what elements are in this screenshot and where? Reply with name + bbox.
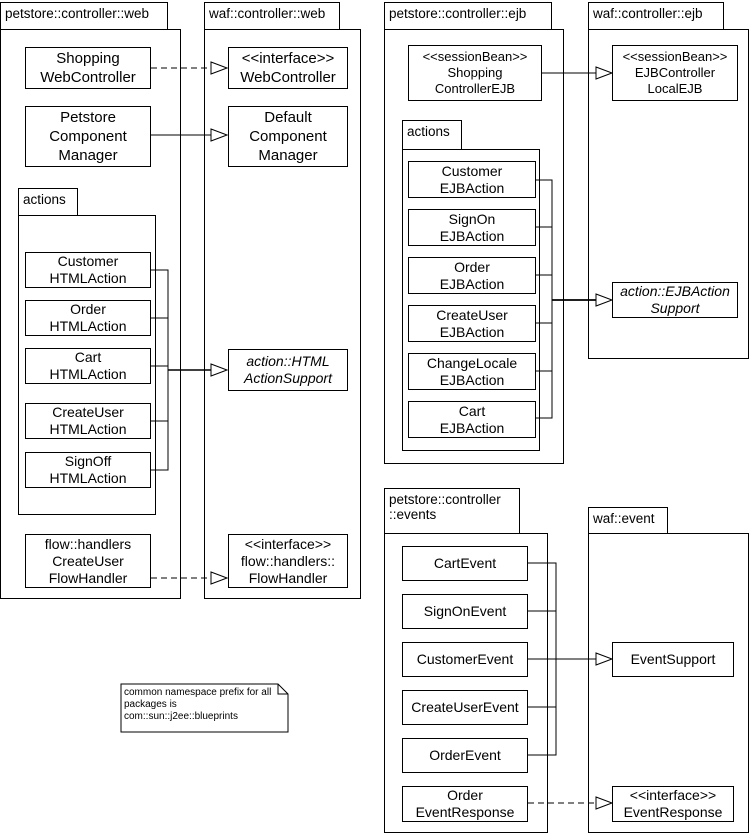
class-createuser-event: CreateUserEvent	[402, 690, 528, 725]
package-petstore-controller-events	[384, 533, 548, 833]
hollow-arrowhead	[595, 652, 614, 666]
bracket-lines	[536, 179, 553, 419]
class-order-event-response: Order EventResponse	[402, 786, 528, 822]
class-ejb-controller-local-ejb: <<sessionBean>> EJBController LocalEJB	[612, 45, 738, 101]
class-cart-ejb-action: Cart EJBAction	[408, 401, 536, 438]
class-customer-ejb-action: Customer EJBAction	[408, 161, 536, 198]
class-order-event: OrderEvent	[402, 738, 528, 773]
package-waf-event	[588, 533, 749, 833]
interface-event-response: <<interface>> EventResponse	[612, 786, 734, 822]
hollow-arrowhead	[595, 66, 614, 80]
class-petstore-component-manager: Petstore Component Manager	[25, 106, 151, 167]
hollow-arrowhead	[210, 128, 229, 142]
package-tab-waf-controller-web: waf::controller::web	[204, 2, 340, 30]
class-event-support: EventSupport	[612, 642, 734, 677]
package-tab-waf-event: waf::event	[588, 507, 668, 534]
hollow-arrowhead	[210, 61, 229, 75]
class-order-ejb-action: Order EJBAction	[408, 257, 536, 294]
class-default-component-manager: Default Component Manager	[228, 106, 348, 167]
hollow-arrowhead	[595, 293, 614, 307]
class-signon-event: SignOnEvent	[402, 594, 528, 629]
class-signoff-html-action: SignOff HTMLAction	[25, 452, 151, 488]
class-flow-handlers-createuser-flowhandler: flow::handlers CreateUser FlowHandler	[25, 534, 151, 588]
class-order-html-action: Order HTMLAction	[25, 300, 151, 336]
package-tab-petstore-controller-events: petstore::controller ::events	[384, 488, 520, 534]
hollow-arrowhead	[210, 571, 229, 585]
package-tab-waf-controller-ejb: waf::controller::ejb	[588, 2, 724, 30]
package-tab-petstore-controller-web: petstore::controller::web	[0, 2, 168, 30]
bracket-lines	[151, 269, 169, 471]
interface-web-controller: <<interface>> WebController	[228, 47, 348, 89]
class-changelocale-ejb-action: ChangeLocale EJBAction	[408, 353, 536, 390]
class-signon-ejb-action: SignOn EJBAction	[408, 209, 536, 246]
class-shopping-controller-ejb: <<sessionBean>> Shopping ControllerEJB	[408, 45, 542, 101]
package-ejb-actions	[402, 149, 540, 451]
class-createuser-ejb-action: CreateUser EJBAction	[408, 305, 536, 342]
hollow-arrowhead	[210, 363, 229, 377]
class-createuser-html-action: CreateUser HTMLAction	[25, 403, 151, 439]
class-shopping-web-controller: Shopping WebController	[25, 47, 151, 89]
class-cart-event: CartEvent	[402, 546, 528, 581]
class-customer-html-action: Customer HTMLAction	[25, 252, 151, 288]
class-ejb-action-support: action::EJBAction Support	[612, 282, 738, 318]
interface-flow-handler: <<interface>> flow::handlers:: FlowHandl…	[228, 534, 348, 588]
package-tab-web-actions: actions	[18, 188, 78, 216]
class-cart-html-action: Cart HTMLAction	[25, 348, 151, 384]
class-html-action-support: action::HTML ActionSupport	[228, 349, 348, 391]
hollow-arrowhead	[595, 796, 614, 810]
class-customer-event: CustomerEvent	[402, 642, 528, 677]
namespace-note: common namespace prefix for all packages…	[124, 687, 272, 722]
